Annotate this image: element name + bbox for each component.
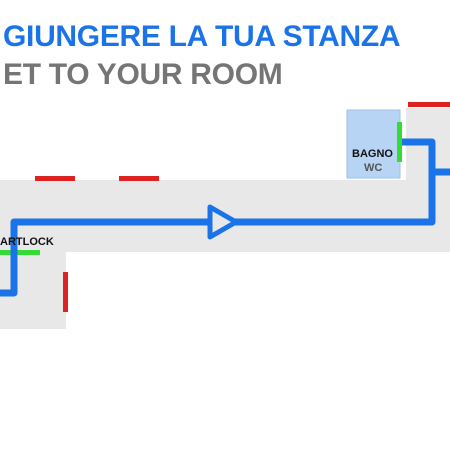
- direction-arrow-icon: [207, 204, 239, 240]
- right-corridor: [406, 108, 450, 252]
- bathroom-room: [346, 109, 401, 179]
- bathroom-label: BAGNO: [352, 148, 393, 160]
- wall-marker: [63, 272, 68, 312]
- bathroom-door: [397, 122, 402, 162]
- title-italian: GIUNGERE LA TUA STANZA: [3, 20, 401, 53]
- wall-marker: [35, 176, 75, 181]
- smartlock-label: ARTLOCK: [0, 236, 54, 248]
- title-english: ET TO YOUR ROOM: [3, 58, 283, 91]
- wall-marker: [408, 102, 450, 107]
- smartlock-door: [0, 250, 40, 255]
- bathroom-sublabel: WC: [364, 162, 383, 174]
- wall-marker: [119, 176, 159, 181]
